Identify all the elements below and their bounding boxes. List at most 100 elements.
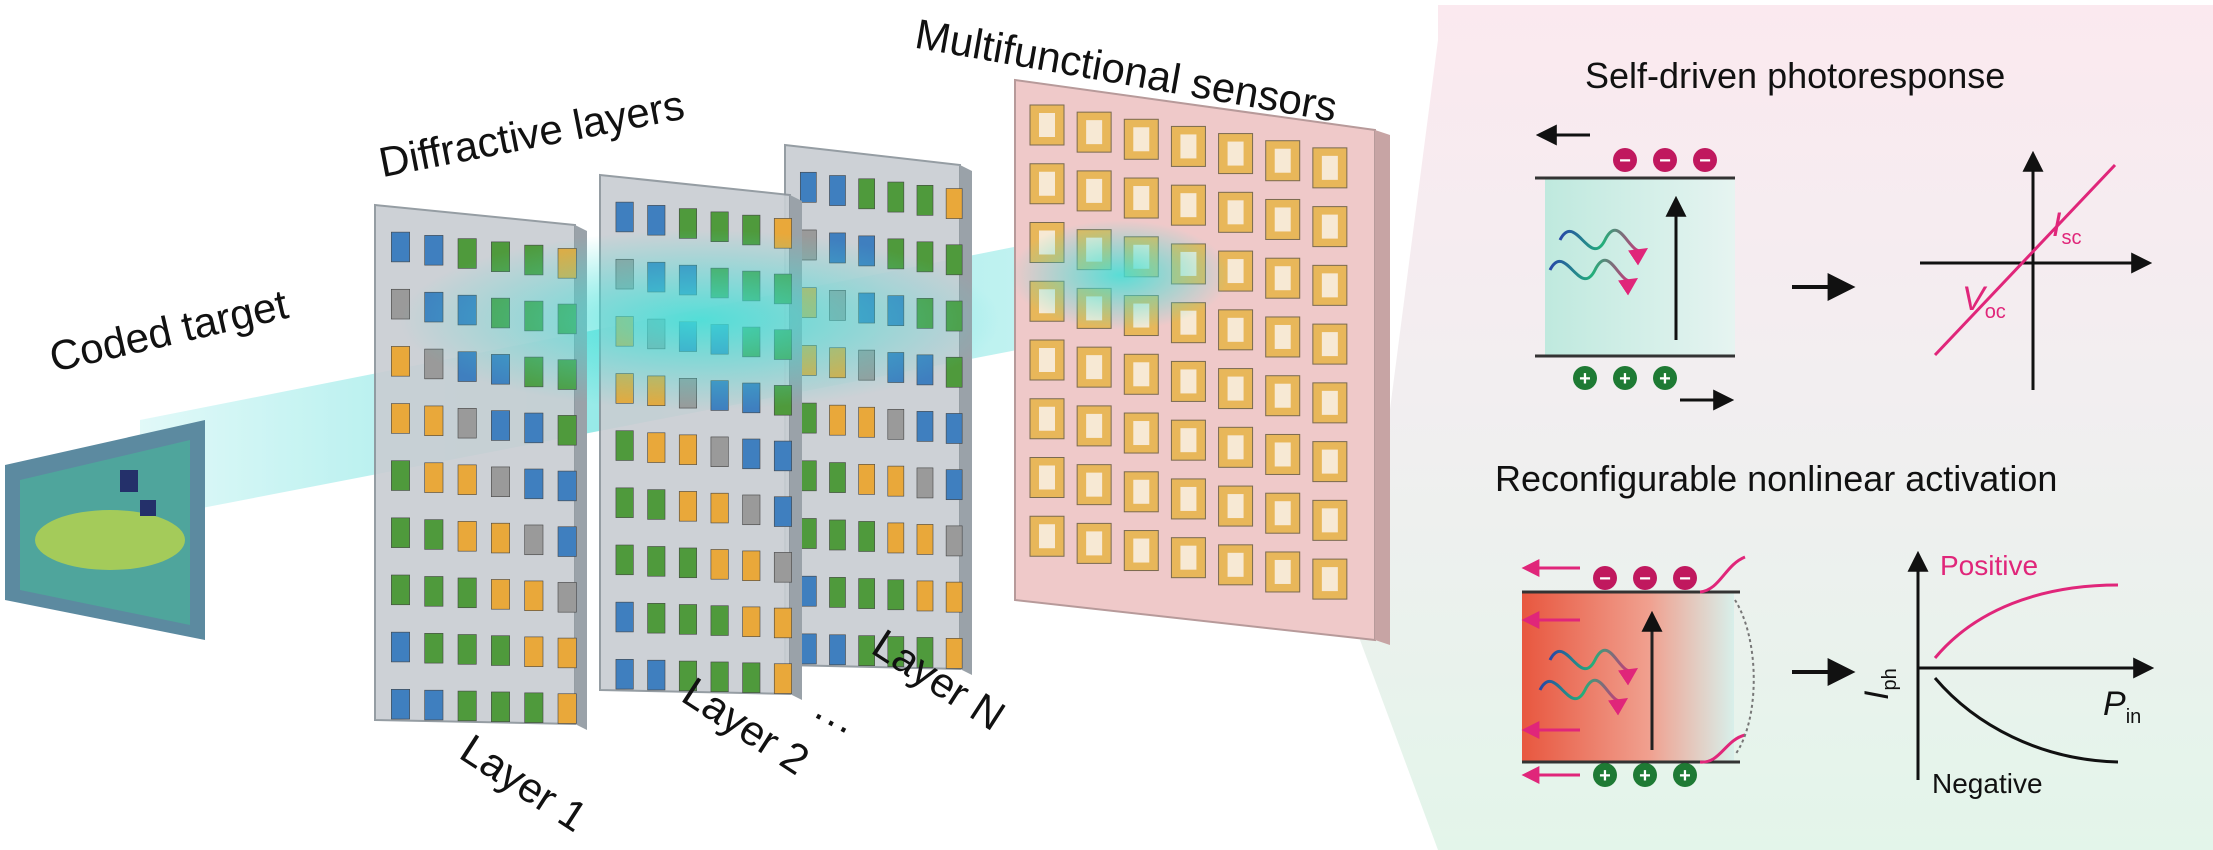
diffractive-pixel — [457, 634, 477, 665]
ip-x-label: Pin — [2103, 685, 2141, 729]
hole-top-1: + — [1613, 366, 1637, 390]
diffractive-pixel — [742, 606, 761, 637]
diffractive-pixel — [457, 408, 477, 439]
diffractive-pixel — [647, 546, 666, 577]
iph-sub: ph — [1878, 668, 1901, 691]
diffractive-pixel — [391, 517, 410, 548]
sensor-pixel — [1123, 412, 1159, 454]
sensor-pixel-core — [1133, 538, 1150, 563]
sensor-pixel-core — [1227, 494, 1244, 519]
sensor-pixel-core — [1274, 207, 1291, 232]
diffractive-pixel — [858, 521, 875, 552]
diffractive-pixel — [491, 522, 510, 554]
diffractive-pixel — [887, 181, 905, 213]
band-dotted — [1734, 599, 1755, 756]
diffractive-pixel — [916, 637, 934, 668]
sensor-pixel-core — [1180, 369, 1197, 394]
diffractive-pixel — [491, 691, 510, 723]
sensor-pixel-core — [1086, 472, 1103, 497]
sensor-pixel-core — [1039, 348, 1055, 372]
sensor-pixel-core — [1321, 214, 1338, 239]
diffractive-pixel — [742, 550, 761, 581]
diffractive-pixel — [945, 188, 963, 219]
sensor-pixel-core — [1321, 449, 1338, 474]
diffractive-pixel — [829, 462, 846, 493]
diffractive-pixel — [615, 544, 634, 576]
hole-top-2-sign: + — [1659, 368, 1671, 390]
nonlinear-activation-title: Reconfigurable nonlinear activation — [1495, 458, 2058, 499]
sensor-pixel-core — [1086, 355, 1103, 380]
electron-top-0-sign: − — [1619, 150, 1631, 172]
diffractive-pixel — [887, 408, 905, 440]
electron-bottom-0: − — [1593, 566, 1617, 590]
light-wave-icon — [1558, 228, 1649, 266]
electron-top-2-sign: − — [1699, 150, 1711, 172]
sensor-pixel-core — [1133, 479, 1150, 504]
diffractive-pixel — [524, 468, 544, 500]
diffractive-pixel — [557, 693, 577, 724]
electron-top-2: − — [1693, 148, 1717, 172]
diffractive-pixel — [391, 346, 410, 377]
diffractive-pixel — [858, 406, 875, 438]
sensor-pixel-core — [1227, 376, 1244, 401]
positive-curve — [1933, 583, 2119, 659]
self-driven-title: Self-driven photoresponse — [1585, 55, 2006, 96]
nonlinear-activation-diagram — [1521, 550, 2155, 784]
diffractive-pixel — [615, 601, 634, 633]
diffractive-pixel — [457, 690, 477, 722]
diffractive-pixel — [557, 637, 577, 669]
diffractive-pixel — [799, 575, 817, 607]
diffractive-pixel — [524, 580, 544, 611]
sensor-pixel-core — [1274, 501, 1291, 526]
electron-bottom-2: − — [1673, 566, 1697, 590]
hole-bottom-0-ball — [1593, 763, 1617, 787]
electron-top-1-sign: − — [1659, 150, 1671, 172]
sensor-pixel — [1265, 375, 1301, 417]
sensor-pixel — [1218, 485, 1254, 527]
diffractive-pixel — [829, 404, 846, 436]
diffractive-pixel — [678, 547, 697, 579]
diffractive-pixel — [391, 460, 410, 491]
diffractive-pixel — [557, 582, 577, 613]
sensor-pixel-core — [1321, 508, 1338, 533]
diffractive-pixel — [615, 487, 634, 518]
diffractive-pixel — [424, 462, 444, 493]
sensor-pixel — [1312, 558, 1348, 600]
diffractive-pixel — [887, 465, 905, 497]
diffractive-pixel — [557, 470, 577, 502]
electron-bottom-2-ball — [1673, 566, 1697, 590]
diffractive-pixel — [457, 464, 477, 495]
diffractive-pixel — [945, 525, 963, 557]
sensor-pixel-core — [1086, 413, 1103, 438]
beam-glow — [400, 230, 1000, 410]
light-wave-icon-3 — [1548, 648, 1639, 686]
diffractive-pixel — [491, 466, 510, 497]
diffractive-pixel — [829, 519, 846, 551]
diffractive-pixel — [829, 634, 846, 666]
diffractive-pixel — [524, 692, 544, 723]
sensor-pixel-core — [1321, 273, 1338, 298]
light-wave-icon-4 — [1538, 678, 1629, 716]
sensor-pixel-core — [1321, 390, 1338, 415]
electron-top-0-ball — [1613, 148, 1637, 172]
diffractive-pixel — [710, 661, 729, 693]
diffractive-pixel — [742, 438, 761, 470]
diffractive-pixel — [647, 205, 666, 236]
sensor-pixel-core — [1274, 383, 1291, 408]
electron-bottom-1-ball — [1633, 566, 1657, 590]
diffractive-pixel — [916, 411, 934, 442]
diffractive-pixel — [799, 171, 817, 203]
device-body — [1545, 178, 1735, 356]
hole-top-0: + — [1573, 366, 1597, 390]
diffractive-pixel — [524, 636, 544, 667]
band-bend-bottom — [1699, 733, 1746, 764]
diffractive-pixel — [742, 662, 761, 693]
sensor-pixel-core — [1227, 259, 1244, 284]
sensor-pixel-core — [1133, 362, 1150, 387]
sensor-pixel-core — [1180, 545, 1197, 570]
charge-carriers: −−−+++−−−+++ — [1573, 148, 1717, 787]
hole-top-0-sign: + — [1579, 368, 1591, 390]
diffractive-pixel — [773, 663, 792, 694]
hole-bottom-2-ball — [1673, 763, 1697, 787]
